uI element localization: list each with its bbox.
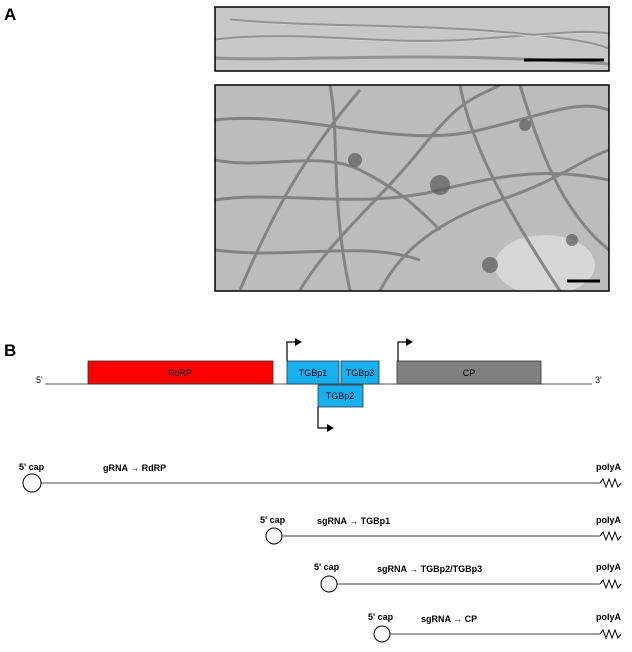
gene-tgbp2: TGBp2 bbox=[317, 384, 364, 408]
transcript-cp-label: sgRNA → CP bbox=[421, 614, 477, 624]
polya-tail-icon bbox=[599, 530, 622, 542]
cap-icon bbox=[22, 473, 42, 493]
micrograph-top-frame bbox=[214, 6, 610, 72]
transcript-grna-label: gRNA → RdRP bbox=[103, 463, 166, 473]
gene-cp: CP bbox=[396, 360, 542, 385]
promoter-arrow-tgbp2 bbox=[317, 407, 328, 429]
cap-icon bbox=[320, 575, 338, 593]
gene-rdrp: RdRP bbox=[87, 360, 274, 385]
three-prime-label: 3' bbox=[595, 375, 602, 385]
transcript-tgbp23-tail-label: polyA bbox=[596, 562, 622, 572]
gene-tgbp1-label: TGBp1 bbox=[299, 368, 328, 378]
promoter-arrow-tgbp1 bbox=[286, 341, 296, 361]
micrograph-top bbox=[215, 7, 609, 71]
gene-rdrp-label: RdRP bbox=[168, 368, 192, 378]
gene-tgbp2-label: TGBp2 bbox=[326, 391, 355, 401]
gene-tgbp1: TGBp1 bbox=[286, 360, 340, 385]
transcript-grna-tail-label: polyA bbox=[596, 462, 622, 472]
gene-tgbp3-label: TGBp3 bbox=[346, 368, 375, 378]
transcript-tgbp23-cap-label: 5' cap bbox=[314, 562, 340, 572]
transcript-tgbp1-cap-label: 5' cap bbox=[260, 515, 286, 525]
promoter-arrow-cp bbox=[397, 341, 407, 361]
polya-tail-icon bbox=[599, 477, 622, 489]
micrograph-main-frame bbox=[214, 84, 610, 292]
micrograph-main bbox=[215, 85, 609, 291]
arrowhead-tgbp1 bbox=[295, 338, 302, 346]
gene-cp-label: CP bbox=[463, 368, 476, 378]
gene-tgbp3: TGBp3 bbox=[340, 360, 380, 385]
transcript-tgbp1-tail-label: polyA bbox=[596, 515, 622, 525]
transcript-sgrna-cp: 5' cap sgRNA → CP polyA bbox=[368, 612, 622, 643]
panel-b-label: B bbox=[4, 341, 16, 360]
transcript-grna: 5' cap gRNA → RdRP polyA bbox=[19, 462, 622, 493]
arrowhead-cp bbox=[406, 338, 413, 346]
five-prime-label: 5' bbox=[36, 375, 43, 385]
polya-tail-icon bbox=[599, 578, 622, 590]
transcript-grna-cap-label: 5' cap bbox=[19, 462, 45, 472]
transcript-sgrna-tgbp2-tgbp3: 5' cap sgRNA → TGBp2/TGBp3 polyA bbox=[314, 562, 622, 593]
transcript-cp-cap-label: 5' cap bbox=[368, 612, 394, 622]
cap-icon bbox=[265, 527, 283, 545]
transcript-tgbp1-label: sgRNA → TGBp1 bbox=[317, 516, 390, 526]
transcript-sgrna-tgbp1: 5' cap sgRNA → TGBp1 polyA bbox=[260, 515, 622, 545]
arrowhead-tgbp2 bbox=[327, 424, 334, 432]
transcript-cp-tail-label: polyA bbox=[596, 612, 622, 622]
polya-tail-icon bbox=[599, 628, 622, 640]
transcript-tgbp23-label: sgRNA → TGBp2/TGBp3 bbox=[377, 564, 482, 574]
cap-icon bbox=[373, 625, 391, 643]
panel-a-label: A bbox=[4, 5, 16, 24]
